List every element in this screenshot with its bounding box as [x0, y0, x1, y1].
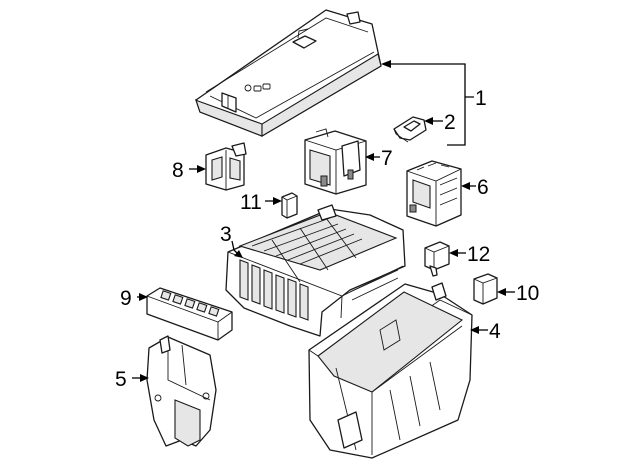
part-10-fuse: [473, 273, 498, 305]
arrowhead-1: [381, 60, 391, 68]
callout-5: 5: [115, 368, 127, 391]
arrowhead-5: [140, 374, 149, 382]
callout-8: 8: [172, 159, 184, 182]
callout-10: 10: [516, 282, 539, 305]
callout-9: 9: [120, 287, 132, 310]
callout-2: 2: [444, 111, 456, 134]
part-3-fuse-block: [225, 204, 406, 337]
part-12-fuse: [424, 241, 450, 277]
leader-3: [231, 240, 239, 255]
leader-1: [388, 63, 474, 146]
arrowhead-3: [234, 250, 243, 258]
leader-lines: [132, 60, 515, 382]
part-1-cover: [195, 9, 382, 137]
callout-7: 7: [381, 147, 393, 170]
arrowhead-9: [139, 293, 148, 301]
arrowhead-10: [497, 288, 506, 296]
arrowhead-11: [273, 197, 282, 205]
callout-12: 12: [467, 243, 490, 266]
part-2-clip: [393, 116, 427, 143]
part-6-module: [406, 160, 462, 227]
callout-6: 6: [477, 176, 489, 199]
arrowhead-4: [470, 326, 479, 334]
part-7-relay-block: [304, 128, 367, 195]
callout-3: 3: [220, 223, 232, 246]
callout-11: 11: [240, 191, 262, 214]
arrowhead-8: [197, 165, 206, 173]
part-9-fuse-strip: [146, 287, 233, 341]
callout-4: 4: [489, 320, 501, 343]
arrowhead-7: [365, 153, 374, 161]
callout-labels: 1 2 3 4 5 6 7 8 9 10 11 12: [115, 87, 539, 391]
arrowhead-12: [449, 249, 458, 257]
part-4-lower-housing: [308, 282, 473, 459]
part-5-bracket: [146, 335, 217, 447]
arrowhead-6: [461, 182, 470, 190]
part-11-fuse: [281, 192, 298, 219]
arrowhead-2: [424, 117, 433, 125]
callout-1: 1: [475, 87, 487, 110]
part-8-bracket: [205, 142, 247, 191]
